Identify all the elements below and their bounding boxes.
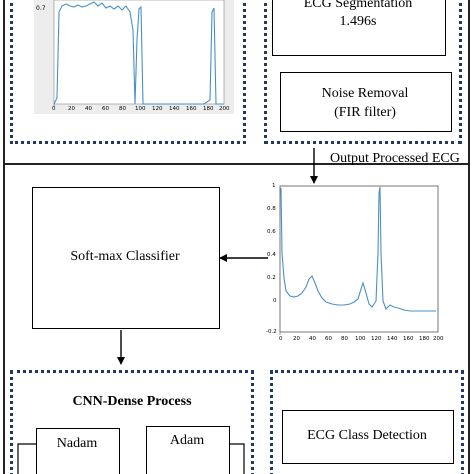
processed-plot-xtick: 80 bbox=[341, 336, 348, 342]
processed-plot-ytick: 0 bbox=[273, 298, 277, 304]
nadam-box bbox=[36, 428, 120, 474]
ecg-segmentation-label: ECG Segmentation bbox=[303, 0, 413, 11]
processed-plot-xticks: 0 20 40 60 80 100 120 140 160 180 200 bbox=[276, 336, 446, 344]
processed-ecg-plot: 1 0.8 0.6 0.4 0.2 0 -0.2 0 20 40 60 80 1… bbox=[266, 183, 446, 345]
noise-removal-method: (FIR filter) bbox=[334, 105, 396, 120]
raw-plot-xtick: 100 bbox=[135, 106, 146, 112]
raw-plot-ytick: 0.7 bbox=[36, 5, 46, 12]
raw-plot-xtick: 140 bbox=[169, 106, 180, 112]
connector-cnn-left bbox=[17, 443, 36, 474]
outer-frame-right bbox=[468, 0, 470, 474]
softmax-classifier-box bbox=[32, 187, 220, 329]
processed-plot-xtick: 100 bbox=[355, 336, 366, 342]
processed-plot-yticks: 1 0.8 0.6 0.4 0.2 0 -0.2 bbox=[266, 183, 280, 343]
processed-plot-xtick: 40 bbox=[309, 336, 316, 342]
processed-plot-xtick: 180 bbox=[419, 336, 430, 342]
noise-removal-label: Noise Removal bbox=[321, 86, 409, 101]
processed-ecg-signal bbox=[280, 186, 436, 312]
processed-plot-ytick: 0.2 bbox=[267, 275, 276, 281]
raw-plot-xtick: 60 bbox=[102, 106, 109, 112]
noise-removal-box bbox=[280, 72, 452, 132]
output-processed-ecg-label: Output Processed ECG bbox=[330, 151, 460, 166]
processed-plot-xtick: 140 bbox=[387, 336, 398, 342]
cnn-dense-panel bbox=[10, 370, 254, 474]
raw-plot-xticks: 0 20 40 60 80 100 120 140 160 180 200 bbox=[49, 106, 230, 114]
processed-plot-xtick: 20 bbox=[293, 336, 300, 342]
detection-panel bbox=[270, 370, 464, 474]
processed-plot-ytick: -0.2 bbox=[266, 329, 277, 335]
outer-frame-divider bbox=[3, 163, 470, 165]
preprocessing-panel bbox=[264, 0, 462, 144]
softmax-classifier-label: Soft-max Classifier bbox=[70, 249, 180, 264]
raw-plot-xtick: 200 bbox=[219, 106, 230, 112]
raw-plot-xtick: 80 bbox=[119, 106, 126, 112]
outer-frame-left bbox=[3, 0, 5, 474]
raw-plot-xtick: 40 bbox=[85, 106, 92, 112]
processed-plot-xtick: 160 bbox=[403, 336, 414, 342]
processed-plot-xtick: 0 bbox=[279, 336, 283, 342]
raw-plot-xtick: 0 bbox=[52, 106, 56, 112]
raw-plot-xtick: 160 bbox=[186, 106, 197, 112]
processed-plot-ytick: 1 bbox=[272, 183, 276, 189]
cnn-dense-title: CNN-Dense Process bbox=[72, 394, 192, 409]
adam-box bbox=[146, 426, 230, 474]
ecg-segmentation-box bbox=[272, 0, 446, 56]
ecg-class-detection-label: ECG Class Detection bbox=[307, 428, 427, 443]
ecg-segmentation-duration: 1.496s bbox=[339, 14, 377, 29]
processed-plot-xtick: 60 bbox=[325, 336, 332, 342]
raw-plot-xtick: 120 bbox=[152, 106, 163, 112]
raw-plot-xtick: 180 bbox=[203, 106, 214, 112]
processed-plot-ytick: 0.8 bbox=[267, 206, 276, 212]
raw-ecg-plot: 0.7 0 20 40 60 80 100 120 140 160 180 20… bbox=[34, 0, 234, 114]
nadam-label: Nadam bbox=[56, 436, 98, 451]
processed-plot-ytick: 0.4 bbox=[267, 252, 276, 258]
processed-plot-ytick: 0.6 bbox=[267, 229, 276, 235]
processed-plot-xtick: 120 bbox=[371, 336, 382, 342]
connector-cnn-right bbox=[228, 443, 245, 474]
raw-plot-xtick: 20 bbox=[68, 106, 75, 112]
ecg-class-detection-box bbox=[282, 410, 454, 464]
processed-plot-xtick: 200 bbox=[433, 336, 444, 342]
adam-label: Adam bbox=[169, 433, 205, 448]
raw-ecg-panel bbox=[10, 0, 246, 144]
raw-ecg-signal bbox=[53, 1, 224, 105]
